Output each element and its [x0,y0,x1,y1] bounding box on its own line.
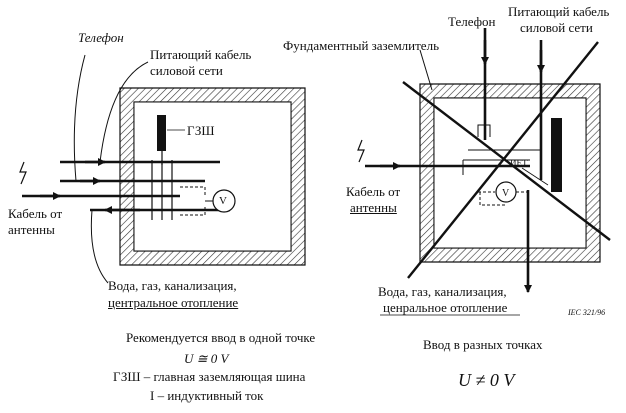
right-utilities-label-1: Вода, газ, канализация, [378,284,507,299]
right-lightning-icon [357,139,365,163]
right-power-cable-label-2: силовой сети [520,20,593,35]
right-power-cable-label-1: Питающий кабель [508,4,610,19]
left-telephone-label: Телефон [78,30,124,45]
right-foundation-label: Фундаментный заземлитель [283,38,439,53]
right-net-leader [521,167,549,186]
left-antenna-label-2: антенны [8,222,55,237]
right-telephone-label: Телефон [448,14,496,29]
right-gzsh-bar [551,118,562,192]
caption-multi-point: Ввод в разных точках [423,337,543,352]
caption-i-def: I – индуктивный ток [150,388,264,403]
right-net-label: ИЕТ [510,158,528,168]
left-gzsh-label: ГЗШ [187,123,215,138]
left-gzsh-bar [157,115,166,151]
left-power-cable-label-1: Питающий кабель [150,47,252,62]
caption-gzsh-def: ГЗШ – главная заземляющая шина [113,369,306,384]
source-ref: IEC 321/96 [568,308,606,317]
left-utilities-label-1: Вода, газ, канализация, [108,278,237,293]
left-power-leader [99,61,149,163]
left-utilities-label-2: центральное отопление [108,295,239,310]
right-antenna-label-1: Кабель от [346,184,401,199]
right-voltmeter-label: V [502,188,510,199]
left-voltmeter-label: V [219,195,227,207]
left-antenna-label-1: Кабель от [8,206,63,221]
left-voltmeter-loop [180,186,206,216]
right-antenna-label-2: антенны [350,200,397,215]
caption-u-nonzero: U ≠ 0 V [458,370,515,390]
left-building [119,87,306,266]
right-building [419,83,601,263]
right-voltmeter-loop [478,191,528,206]
left-power-cable-label-2: силовой сети [150,63,223,78]
caption-u-zero: U ≅ 0 V [184,351,229,366]
caption-single-point: Рекомендуется ввод в одной точке [126,330,316,345]
right-utilities-label-2: ценральное отопление [383,300,508,315]
left-lightning-icon [19,161,27,185]
left-telephone-leader [73,54,86,182]
right-foundation-leader [419,49,433,91]
left-utilities-leader [90,209,109,284]
right-cross-b [407,41,599,279]
right-voltmeter [495,181,517,203]
right-cross-a [402,81,611,241]
